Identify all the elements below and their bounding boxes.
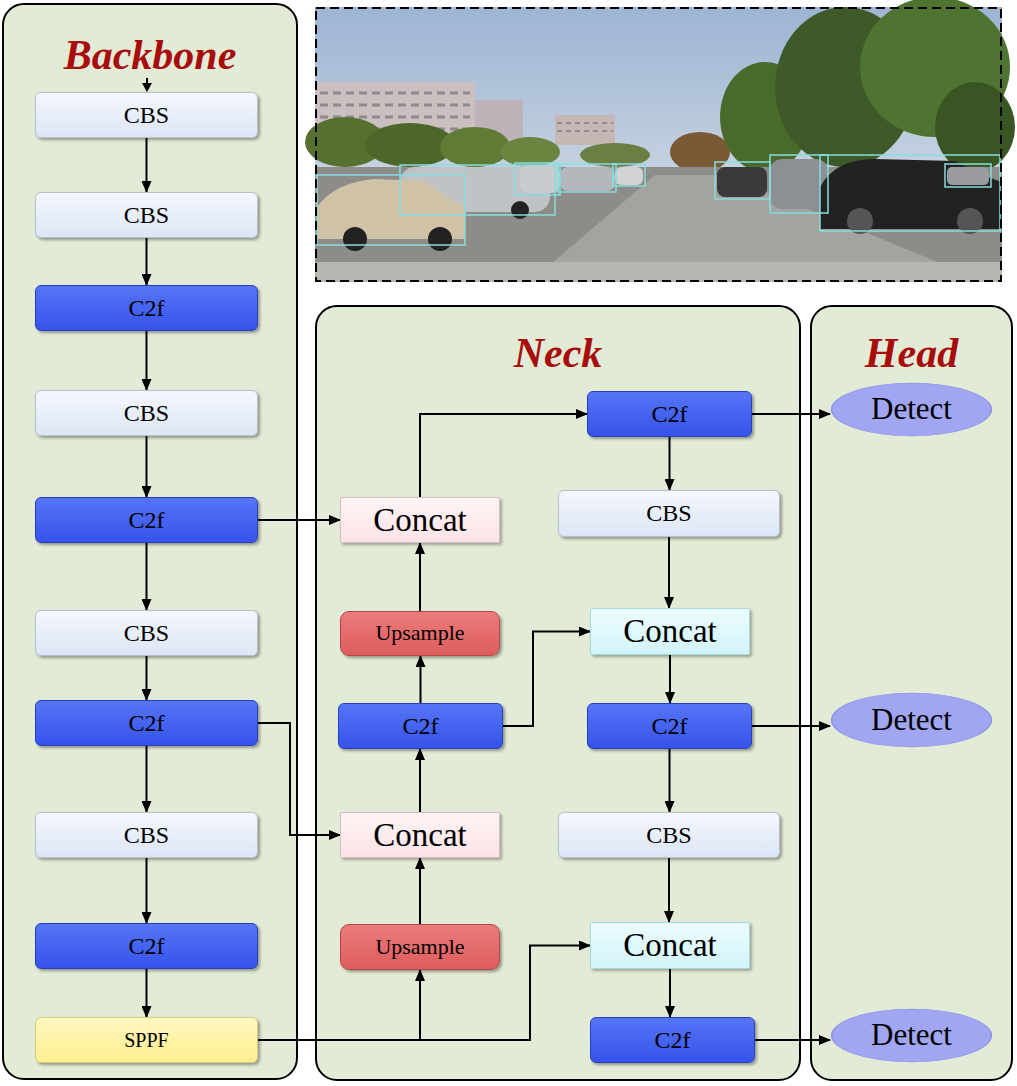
connector xyxy=(752,725,830,727)
upsample-box: Upsample xyxy=(340,924,500,970)
connector xyxy=(258,946,590,1041)
connector xyxy=(146,238,148,285)
concat-box: Concat xyxy=(340,812,500,858)
connector xyxy=(258,519,340,521)
conv-box: CBS xyxy=(558,812,780,858)
c2f-box: C2f xyxy=(35,497,258,543)
box-label: CBS xyxy=(124,102,169,128)
c2f-box: C2f xyxy=(35,285,258,331)
box-label: C2f xyxy=(129,507,165,533)
box-label: CBS xyxy=(124,822,169,848)
section-panel: BackboneCBSCBSC2fCBSC2fCBSC2fCBSC2fSPPF xyxy=(2,3,298,1080)
connector xyxy=(146,656,148,700)
connector xyxy=(258,723,340,835)
box-label: Detect xyxy=(871,392,952,426)
input-arrowhead xyxy=(142,83,152,92)
sppf-box: SPPF xyxy=(35,1017,258,1063)
concat-box: Concat xyxy=(590,608,750,655)
connector xyxy=(669,749,671,812)
section-heading: Neck xyxy=(317,329,799,377)
c2f-box: C2f xyxy=(587,703,752,749)
box-label: CBS xyxy=(646,500,691,526)
box-label: C2f xyxy=(403,713,439,739)
connector xyxy=(668,858,670,922)
concat-box: Concat xyxy=(590,922,750,969)
box-label: Concat xyxy=(623,927,716,963)
box-label: C2f xyxy=(652,401,688,427)
section-heading: Backbone xyxy=(4,31,296,79)
box-label: CBS xyxy=(124,620,169,646)
upsample-box: Upsample xyxy=(340,611,500,656)
connector xyxy=(146,138,148,192)
conv-box: CBS xyxy=(35,812,258,858)
connector xyxy=(503,632,590,727)
conv-box: CBS xyxy=(35,192,258,238)
section-panel: NeckC2fConcatCBSUpsampleConcatC2fC2fConc… xyxy=(315,305,801,1081)
box-label: SPPF xyxy=(124,1029,169,1051)
conv-box: CBS xyxy=(558,490,780,537)
connector xyxy=(419,858,421,924)
connector xyxy=(419,543,421,611)
connector xyxy=(146,436,148,497)
box-label: C2f xyxy=(655,1027,691,1053)
c2f-box: C2f xyxy=(587,391,752,437)
box-label: CBS xyxy=(124,400,169,426)
c2f-box: C2f xyxy=(338,703,503,749)
connector xyxy=(146,858,148,923)
box-label: Detect xyxy=(871,703,952,737)
box-label: C2f xyxy=(129,710,165,736)
parking-photo xyxy=(305,0,1015,282)
connector xyxy=(146,543,148,610)
section-panel: HeadDetectDetectDetect xyxy=(810,305,1013,1081)
connector xyxy=(146,746,148,812)
c2f-box: C2f xyxy=(35,700,258,746)
box-label: Concat xyxy=(373,502,466,538)
connector xyxy=(146,331,148,390)
connector xyxy=(668,537,670,608)
conv-box: CBS xyxy=(35,610,258,656)
connector xyxy=(258,970,420,1040)
conv-box: CBS xyxy=(35,92,258,138)
box-label: Concat xyxy=(623,613,716,649)
connector xyxy=(752,413,830,415)
box-label: C2f xyxy=(652,713,688,739)
detect-head: Detect xyxy=(830,692,993,748)
connector xyxy=(669,437,671,490)
input-arrow xyxy=(146,78,148,84)
conv-box: CBS xyxy=(35,390,258,436)
c2f-box: C2f xyxy=(35,923,258,969)
connector xyxy=(420,656,422,703)
connector xyxy=(419,749,421,812)
connector xyxy=(755,1039,830,1041)
box-label: Upsample xyxy=(375,935,464,959)
detect-head: Detect xyxy=(830,1008,993,1063)
box-label: C2f xyxy=(129,295,165,321)
box-label: C2f xyxy=(129,933,165,959)
c2f-box: C2f xyxy=(590,1017,755,1063)
section-heading: Head xyxy=(812,329,1011,377)
box-label: CBS xyxy=(646,822,691,848)
box-label: CBS xyxy=(124,202,169,228)
connector xyxy=(420,414,587,497)
box-label: Detect xyxy=(871,1018,952,1052)
concat-box: Concat xyxy=(340,497,500,543)
box-label: Concat xyxy=(373,817,466,853)
connector xyxy=(146,969,148,1017)
connector xyxy=(669,969,671,1017)
detect-head: Detect xyxy=(830,382,993,437)
box-label: Upsample xyxy=(375,621,464,645)
connector xyxy=(669,655,671,703)
